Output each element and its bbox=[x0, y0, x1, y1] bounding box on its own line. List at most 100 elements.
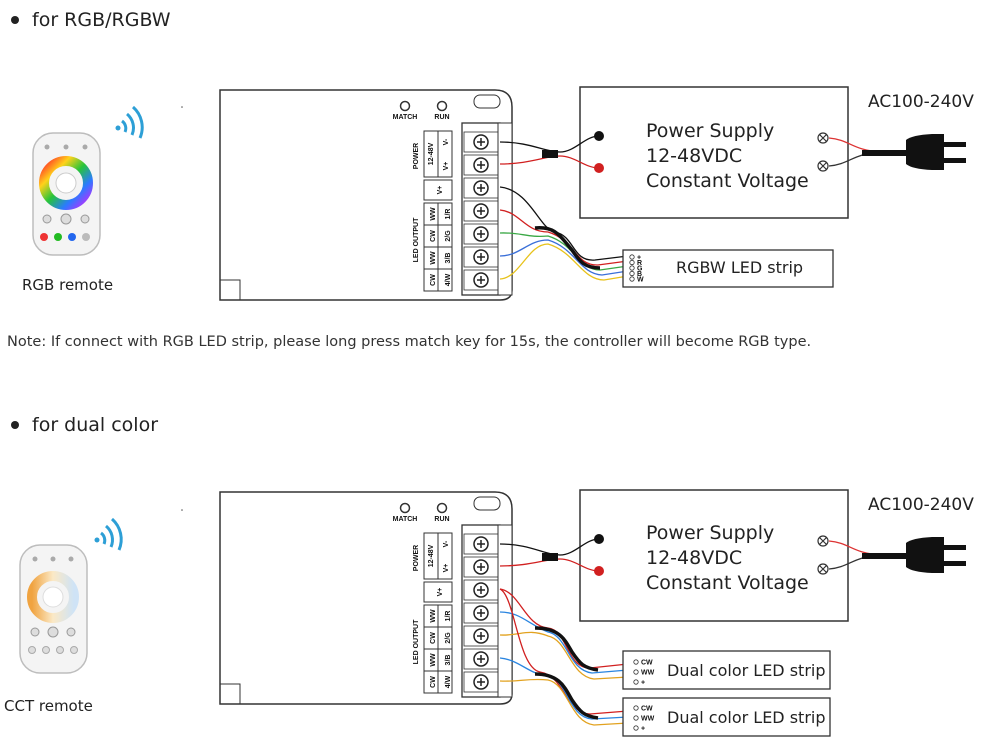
color-wheel-icon bbox=[39, 156, 93, 210]
strip-pin-label: R bbox=[637, 260, 642, 267]
v-plus-label: V+ bbox=[443, 564, 450, 573]
output-channel-label: 4/W bbox=[445, 675, 452, 688]
terminal-label-table bbox=[423, 130, 453, 292]
ac-terminal-icon bbox=[817, 132, 829, 172]
pin-dot-icon bbox=[633, 705, 639, 711]
cct-wheel-icon bbox=[27, 571, 79, 623]
pin-dot-icon bbox=[629, 259, 635, 266]
cct-remote: CCT remote bbox=[4, 517, 123, 715]
led-strip-label: Dual color LED strip bbox=[667, 708, 826, 727]
psu-line1: Power Supply bbox=[646, 120, 774, 142]
bullet-icon bbox=[11, 421, 19, 429]
remote-label: RGB remote bbox=[22, 276, 113, 294]
wireless-signal-icon bbox=[115, 105, 144, 139]
output-color-label: WW bbox=[430, 609, 437, 623]
strip-pin-label: WW bbox=[641, 716, 655, 723]
psu-line2: 12-48VDC bbox=[646, 547, 742, 569]
section-rgbw: for RGB/RGBW RGB remote MATCH bbox=[11, 9, 974, 301]
output-channel-label: 3/B bbox=[445, 253, 452, 264]
psu-line3: Constant Voltage bbox=[646, 170, 809, 192]
strip-pin-label: WW bbox=[641, 670, 655, 677]
output-color-label: WW bbox=[430, 653, 437, 667]
output-channel-label: 3/B bbox=[445, 655, 452, 666]
pin-dot-icon bbox=[633, 669, 639, 675]
led-strip-label: RGBW LED strip bbox=[676, 258, 803, 277]
strip-pin-label: B bbox=[637, 271, 642, 278]
rgb-remote: RGB remote bbox=[22, 105, 144, 294]
output-group-label: LED OUTPUT bbox=[413, 619, 420, 664]
power-supply: Power Supply 12-48VDC Constant Voltage bbox=[579, 489, 849, 622]
led-strip: CW WW + Dual color LED strip bbox=[622, 697, 831, 737]
match-label: MATCH bbox=[393, 516, 418, 523]
output-color-label: CW bbox=[430, 230, 437, 242]
strip-pin-label: CW bbox=[641, 706, 653, 713]
power-group-label: POWER bbox=[413, 143, 420, 169]
match-label: MATCH bbox=[393, 114, 418, 121]
run-led-icon bbox=[436, 502, 448, 514]
wireless-signal-icon bbox=[94, 517, 123, 551]
section-dual-color: for dual color CCT remote MATCH bbox=[4, 414, 974, 737]
match-led-icon bbox=[399, 502, 411, 514]
pin-dot-icon bbox=[629, 265, 635, 271]
controller: MATCH RUN POWER 12-48V V- V+ V+ LED OUTP… bbox=[219, 89, 513, 301]
pin-dot-icon bbox=[629, 254, 635, 260]
psu-line2: 12-48VDC bbox=[646, 145, 742, 167]
ac-label: AC100-240V bbox=[868, 92, 974, 112]
power-group-label: POWER bbox=[413, 545, 420, 571]
run-led-icon bbox=[436, 100, 448, 112]
output-color-label: CW bbox=[430, 632, 437, 644]
ac-plug-icon bbox=[828, 134, 966, 170]
ac-label: AC100-240V bbox=[868, 495, 974, 515]
output-channel-label: 1/R bbox=[445, 209, 452, 220]
note-text: Note: If connect with RGB LED strip, ple… bbox=[7, 334, 811, 350]
v-plus-label: V+ bbox=[443, 162, 450, 171]
output-channel-label: 2/G bbox=[445, 230, 452, 242]
terminal-label-table bbox=[423, 532, 453, 694]
pin-dot-icon bbox=[633, 659, 639, 665]
pin-dot-icon bbox=[633, 679, 639, 685]
v-minus-label: V- bbox=[443, 138, 450, 145]
output-channel-label: 2/G bbox=[445, 632, 452, 644]
v-minus-label: V- bbox=[443, 540, 450, 547]
section-heading: for dual color bbox=[32, 414, 158, 436]
run-label: RUN bbox=[434, 114, 449, 121]
controller: MATCH RUN POWER 12-48V V- V+ V+ LED OUTP… bbox=[219, 491, 513, 705]
match-led-icon bbox=[399, 100, 411, 112]
common-plus-label: V+ bbox=[437, 588, 444, 597]
pin-dot-icon bbox=[633, 725, 639, 731]
output-color-label: WW bbox=[430, 251, 437, 265]
pin-dot-icon bbox=[629, 276, 635, 282]
section-heading: for RGB/RGBW bbox=[32, 9, 171, 31]
ac-plug-icon bbox=[828, 537, 966, 573]
terminal-block bbox=[461, 122, 513, 296]
dual-color-wires bbox=[499, 588, 629, 726]
ac-terminal-icon bbox=[817, 535, 829, 575]
output-channel-label: 4/W bbox=[445, 273, 452, 286]
output-channel-label: 1/R bbox=[445, 611, 452, 622]
psu-line3: Constant Voltage bbox=[646, 572, 809, 594]
strip-pin-label: G bbox=[637, 266, 643, 273]
voltage-label: 12-48V bbox=[428, 142, 435, 165]
led-strip: +RGBW RGBW LED strip bbox=[622, 249, 834, 288]
strip-pin-label: W bbox=[637, 277, 644, 284]
output-group-label: LED OUTPUT bbox=[413, 217, 420, 262]
strip-pin-label: + bbox=[641, 726, 645, 733]
pin-dot-icon bbox=[633, 715, 639, 721]
led-strip-label: Dual color LED strip bbox=[667, 661, 826, 680]
run-label: RUN bbox=[434, 516, 449, 523]
terminal-block bbox=[461, 524, 513, 698]
led-strip: CW WW + Dual color LED strip bbox=[622, 650, 831, 690]
bullet-icon bbox=[11, 16, 19, 24]
psu-line1: Power Supply bbox=[646, 522, 774, 544]
output-rows: 1/R WW 2/G CW 3/B WW 4/W CW bbox=[430, 609, 452, 688]
output-color-label: WW bbox=[430, 207, 437, 221]
pin-dot-icon bbox=[629, 270, 635, 277]
remote-label: CCT remote bbox=[4, 697, 93, 715]
power-supply: Power Supply 12-48VDC Constant Voltage bbox=[579, 86, 849, 219]
output-color-label: CW bbox=[430, 274, 437, 286]
strip-pin-label: + bbox=[641, 680, 645, 687]
strip-pin-label: CW bbox=[641, 660, 653, 667]
output-color-label: CW bbox=[430, 676, 437, 688]
rgbw-wires bbox=[499, 186, 629, 281]
